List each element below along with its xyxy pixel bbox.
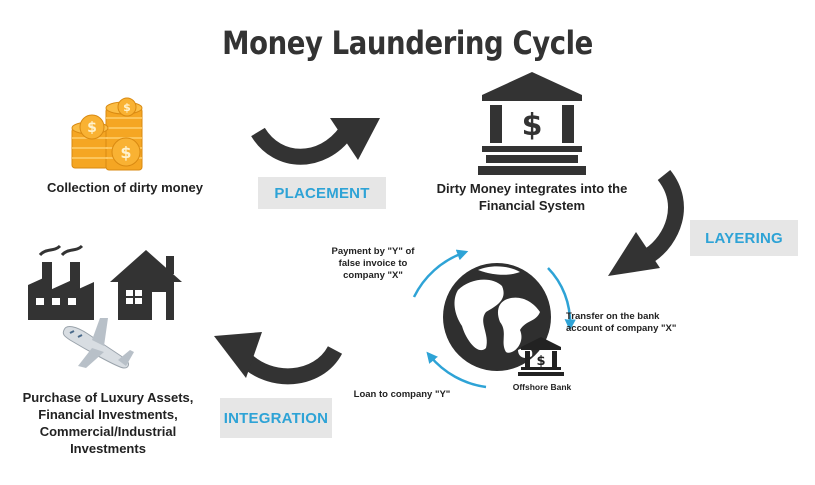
coin-stack-icon: $ $ $: [71, 97, 143, 171]
purchase-caption-line3: Commercial/Industrial: [39, 424, 177, 439]
payment-note: Payment by "Y" of false invoice to compa…: [318, 246, 428, 282]
dollar-sign-icon: $: [522, 108, 543, 143]
small-bank-icon: [518, 337, 564, 376]
bank-building-icon: [478, 72, 586, 175]
factory-icon: [28, 244, 94, 320]
placement-stage-text: PLACEMENT: [274, 184, 370, 202]
integrates-caption: Dirty Money integrates into the Financia…: [418, 180, 646, 214]
purchase-caption-line4: Investments: [70, 441, 146, 456]
svg-text:$: $: [120, 143, 131, 162]
loan-note: Loan to company "Y": [350, 389, 454, 401]
transfer-note-line2: account of company "X": [566, 323, 677, 334]
svg-text:$: $: [123, 101, 131, 114]
page-title: Money Laundering Cycle: [222, 24, 593, 62]
offshore-bank-label: Offshore Bank: [506, 381, 578, 393]
collection-caption-text: Collection of dirty money: [46, 180, 203, 195]
small-dollar-icon: $: [536, 354, 545, 369]
layering-stage-text: LAYERING: [705, 229, 783, 247]
house-icon: [110, 250, 182, 320]
purchase-caption-line2: Financial Investments,: [38, 407, 178, 422]
payment-note-line1: Payment by "Y" of: [331, 246, 415, 257]
collection-caption: Collection of dirty money: [30, 179, 220, 196]
svg-text:$: $: [87, 120, 97, 136]
purchase-caption-line1: Purchase of Luxury Assets,: [22, 390, 194, 405]
transfer-note-line1: Transfer on the bank: [566, 311, 660, 322]
integration-stage-label: INTEGRATION: [220, 398, 332, 438]
placement-arrow: [251, 118, 380, 165]
loan-note-text: Loan to company "Y": [353, 389, 451, 400]
offshore-bank-text: Offshore Bank: [512, 382, 572, 392]
payment-note-line3: company "X": [343, 270, 403, 281]
purchase-caption: Purchase of Luxury Assets, Financial Inv…: [10, 389, 206, 457]
layering-arrow: [608, 170, 684, 276]
integrates-caption-line1: Dirty Money integrates into the: [436, 181, 628, 196]
integration-arrow: [214, 332, 343, 385]
integration-stage-text: INTEGRATION: [223, 409, 329, 427]
transfer-note: Transfer on the bank account of company …: [566, 311, 690, 335]
integrates-caption-line2: Financial System: [478, 198, 586, 213]
payment-note-line2: false invoice to: [338, 258, 408, 269]
airplane-icon: [62, 318, 134, 369]
globe-icon: [443, 263, 551, 371]
layering-stage-label: LAYERING: [690, 220, 798, 256]
placement-stage-label: PLACEMENT: [258, 177, 386, 209]
layering-cycle-arrows: [412, 249, 576, 389]
